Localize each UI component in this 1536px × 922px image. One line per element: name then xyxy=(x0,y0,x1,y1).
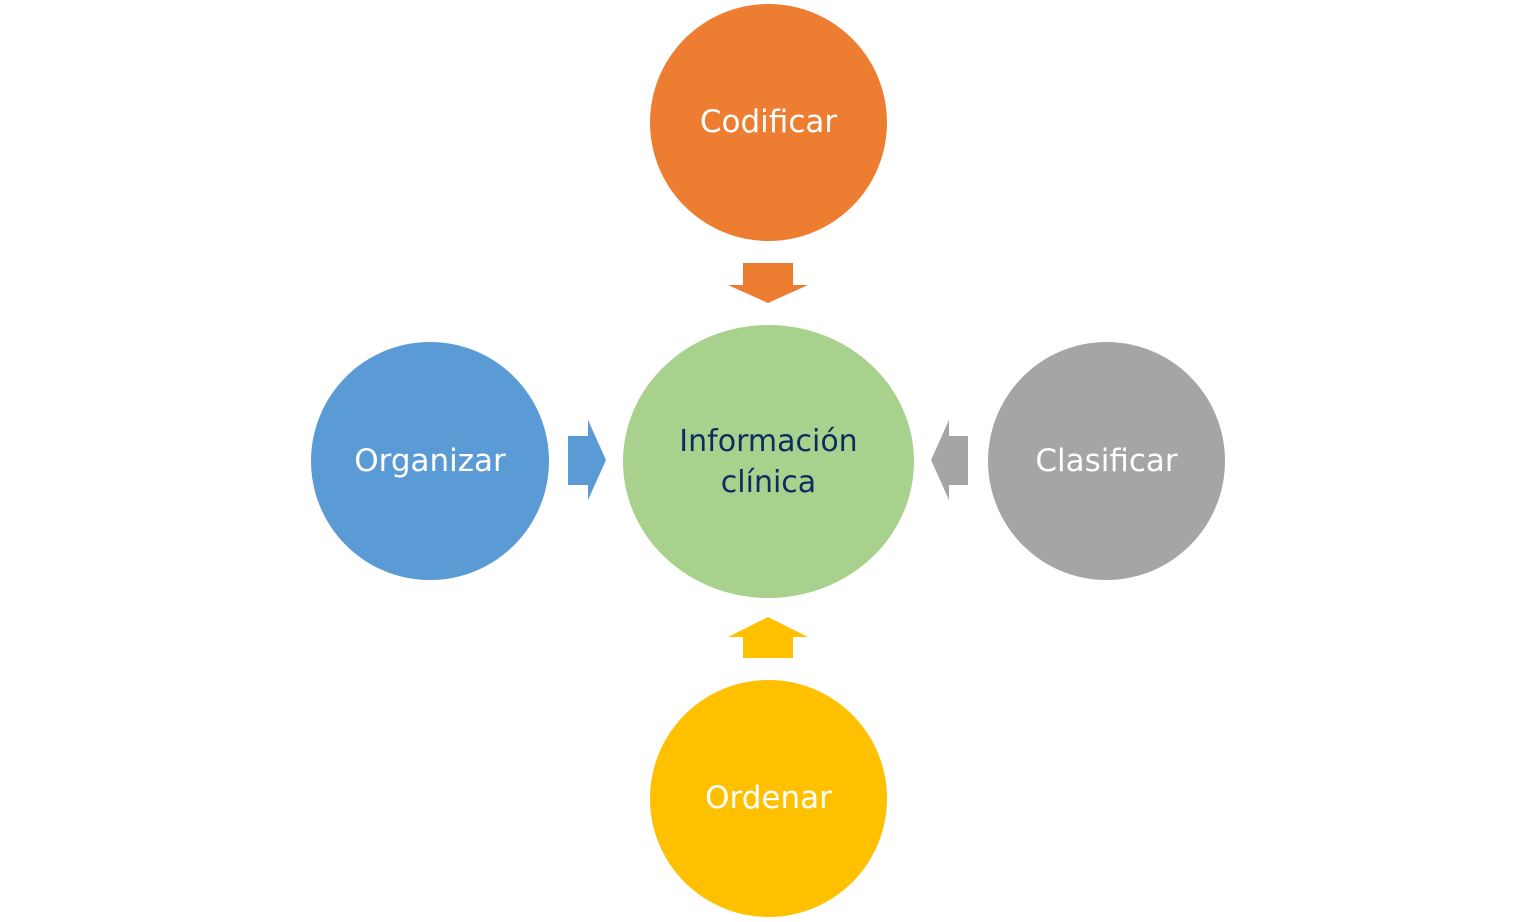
node-codificar-label: Codificar xyxy=(699,104,838,141)
node-clasificar-label: Clasificar xyxy=(1035,442,1178,479)
node-center-line-1: Información xyxy=(679,423,858,459)
node-organizar-label: Organizar xyxy=(354,442,506,479)
arrow-right-from-organizar xyxy=(568,420,606,500)
arrow-down-from-codificar xyxy=(728,263,808,303)
node-ordenar: Ordenar xyxy=(650,680,887,917)
node-organizar: Organizar xyxy=(311,342,549,580)
node-center-label: Información clínica xyxy=(659,421,877,503)
node-center-line-2: clínica xyxy=(720,464,817,500)
node-ordenar-label: Ordenar xyxy=(705,780,832,817)
arrow-up-from-ordenar xyxy=(728,617,808,658)
node-informacion-clinica: Información clínica xyxy=(623,325,914,598)
node-clasificar: Clasificar xyxy=(988,342,1225,580)
arrow-left-from-clasificar xyxy=(931,420,968,500)
node-codificar: Codificar xyxy=(650,4,887,241)
